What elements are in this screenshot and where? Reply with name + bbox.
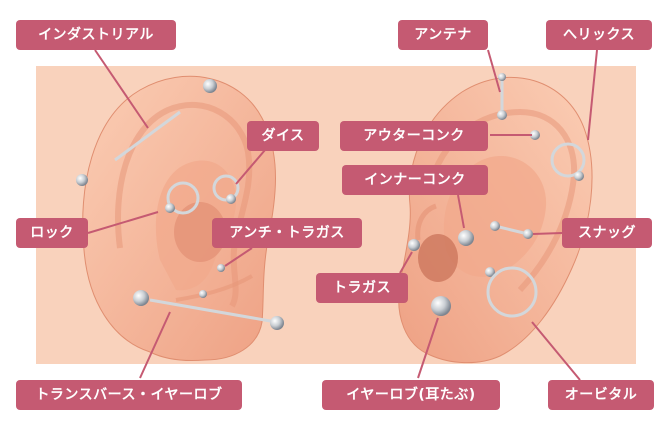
- right-ear-jewelry: [408, 73, 586, 318]
- label-anti-tragus: アンチ・トラガス: [212, 218, 362, 248]
- industrial-ball: [203, 79, 217, 93]
- transverse-lobe-ball: [133, 290, 149, 306]
- label-daith: ダイス: [247, 121, 319, 151]
- label-antenna: アンテナ: [398, 20, 488, 50]
- helix-ball: [574, 171, 584, 181]
- transverse-lobe-ball: [270, 316, 284, 330]
- anti-tragus-ball: [217, 264, 225, 272]
- antenna-ball: [497, 110, 507, 120]
- outer-conch-ball: [530, 130, 540, 140]
- left-ear-jewelry: [76, 79, 284, 330]
- leader-lines: [87, 49, 598, 381]
- antenna-ball: [498, 73, 506, 81]
- label-rook: ロック: [16, 218, 88, 248]
- orbital-ball: [485, 267, 495, 277]
- rook-ball: [165, 203, 175, 213]
- label-industrial: インダストリアル: [16, 20, 176, 50]
- label-outer-conch: アウターコンク: [340, 121, 488, 151]
- anti-tragus-ball: [199, 290, 207, 298]
- earlobe-ball: [431, 296, 451, 316]
- label-transverse-lobe: トランスバース・イヤーロブ: [16, 380, 242, 410]
- label-snug: スナッグ: [562, 218, 652, 248]
- snug-ball: [523, 229, 533, 239]
- label-earlobe: イヤーロブ(耳たぶ): [322, 380, 500, 410]
- industrial-ball: [76, 174, 88, 186]
- tragus-ball: [408, 239, 420, 251]
- label-orbital: オービタル: [548, 380, 654, 410]
- label-inner-conch: インナーコンク: [342, 165, 488, 195]
- snug-ball: [490, 221, 500, 231]
- label-helix: へリックス: [546, 20, 652, 50]
- label-tragus: トラガス: [316, 273, 408, 303]
- daith-ball: [226, 194, 236, 204]
- inner-conch-ball: [458, 230, 474, 246]
